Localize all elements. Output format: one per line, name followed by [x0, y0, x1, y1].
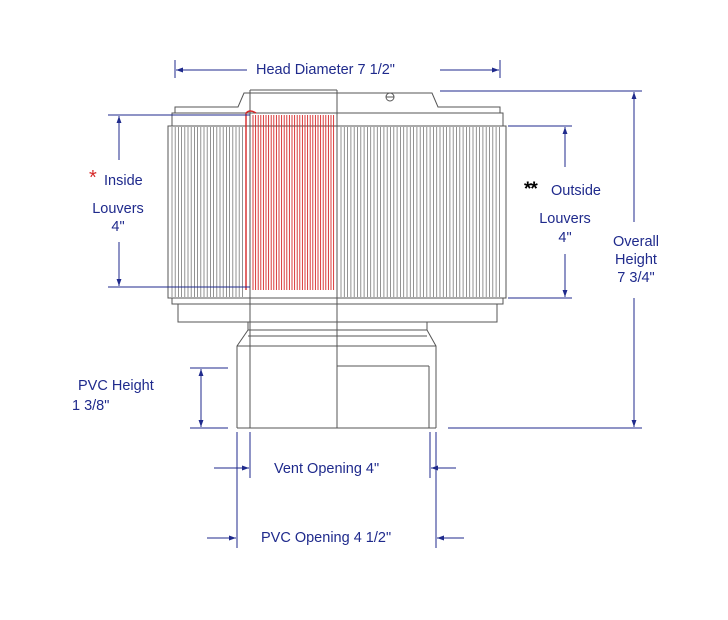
- overall-height-line1: Overall: [613, 234, 659, 250]
- inside-louver-highlight: [252, 115, 335, 290]
- red-highlight-edges: [245, 110, 257, 290]
- vent-opening-label: Vent Opening 4": [274, 461, 380, 477]
- outside-label-line3: 4": [558, 230, 572, 246]
- outside-label-line1: Outside: [551, 183, 601, 199]
- inside-louver-ribs: [171, 127, 243, 297]
- head-diameter-label: Head Diameter 7 1/2": [256, 62, 395, 78]
- overall-height-line2: Height: [615, 252, 657, 268]
- center-pipe: [249, 89, 338, 428]
- inside-label-line2: Louvers: [92, 201, 144, 217]
- outside-label-line2: Louvers: [539, 211, 591, 227]
- inside-marker: *: [89, 167, 97, 189]
- dimension-lines: [108, 60, 642, 548]
- outside-marker: **: [524, 179, 538, 200]
- outside-louver-ribs: [340, 127, 500, 297]
- pvc-height-line1: PVC Height: [78, 378, 154, 394]
- top-cap: [174, 92, 501, 113]
- pvc-height-line2: 1 3/8": [72, 398, 110, 414]
- pvc-opening-label: PVC Opening 4 1/2": [261, 530, 392, 546]
- overall-height-line3: 7 3/4": [617, 270, 655, 286]
- inside-label-line3: 4": [111, 219, 125, 235]
- inside-label-line1: Inside: [104, 173, 143, 189]
